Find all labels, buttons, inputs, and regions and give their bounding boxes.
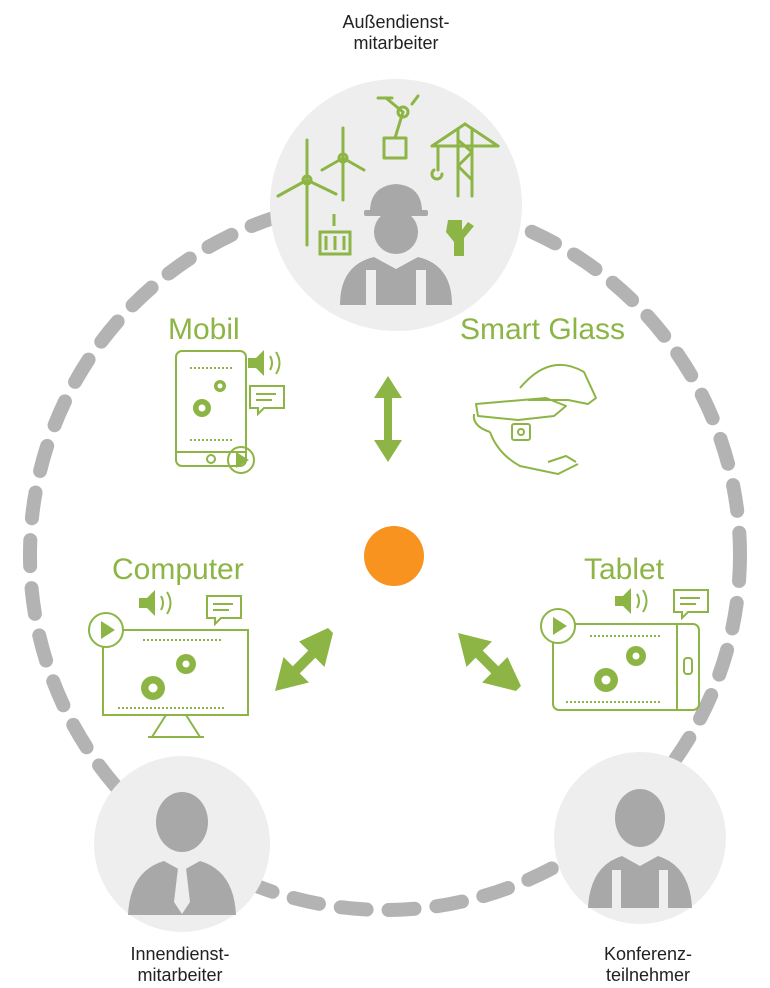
field-worker-node: [270, 79, 522, 331]
mobile-label: Mobil: [168, 313, 240, 346]
wind-turbine-icon: [276, 126, 366, 247]
smart-glass-label: Smart Glass: [460, 313, 626, 346]
field-worker-label: Außendienst- mitarbeiter: [296, 12, 496, 54]
tablet-device-icon: [540, 588, 709, 711]
field-worker-avatar: [340, 184, 452, 305]
office-worker-label: Innendienst- mitarbeiter: [80, 944, 280, 986]
conference-avatar: [588, 789, 692, 908]
computer-label: Computer: [112, 553, 244, 586]
vertical-double-arrow: [374, 376, 402, 462]
right-diagonal-double-arrow: [458, 633, 521, 691]
gear-icon: [193, 380, 226, 417]
left-diagonal-double-arrow: [275, 628, 333, 691]
field-worker-label-line1: Außendienst-: [342, 12, 450, 32]
office-worker-avatar: [128, 792, 236, 915]
robot-arm-icon: [376, 94, 420, 160]
connection-ring: [23, 193, 747, 917]
tablet-label: Tablet: [584, 553, 665, 586]
hub-dot: [364, 526, 424, 586]
mobile-device-icon: [175, 350, 285, 474]
container-icon: [318, 214, 352, 256]
wrench-icon: [446, 220, 474, 256]
conference-node: [554, 752, 726, 924]
conference-label-line2: teilnehmer: [605, 965, 691, 985]
computer-device-icon: [88, 590, 249, 738]
conference-label: Konferenz- teilnehmer: [548, 944, 748, 986]
office-worker-label-line1: Innendienst-: [130, 944, 230, 964]
conference-label-line1: Konferenz-: [603, 944, 693, 964]
gear-icon: [594, 646, 646, 692]
office-worker-label-line2: mitarbeiter: [137, 965, 223, 985]
gear-icon: [141, 654, 196, 700]
office-worker-node: [94, 756, 270, 932]
field-worker-label-line2: mitarbeiter: [353, 33, 439, 53]
smart-glass-icon: [472, 363, 597, 475]
crane-icon: [430, 122, 500, 198]
